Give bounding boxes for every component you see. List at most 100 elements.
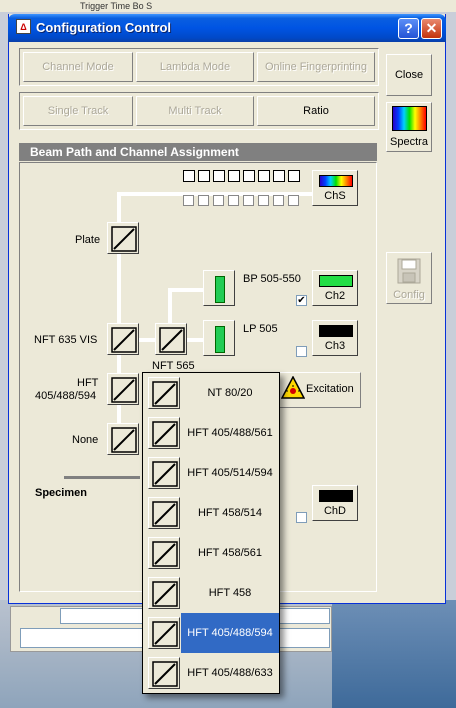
dropdown-item-selected[interactable]: HFT 405/488/594 [143,613,279,653]
chs-button[interactable]: ChS [312,170,358,206]
excitation-label: Excitation [306,383,354,395]
specimen-line [64,476,140,479]
ratio-button[interactable]: Ratio [257,96,375,126]
dropdown-item[interactable]: HFT 405/488/633 [143,653,279,693]
floppy-disk-icon [397,258,421,284]
beam-line-secondary [168,288,172,338]
help-button[interactable]: ? [398,18,419,39]
ch2-checkbox[interactable]: ✔ [296,295,307,306]
close-button[interactable]: Close [386,54,432,96]
lambda-mode-button[interactable]: Lambda Mode [136,52,254,82]
beam-line-ch2 [170,288,218,292]
mirror-icon-button [148,417,180,449]
window-close-button[interactable]: ✕ [421,18,442,39]
dropdown-item[interactable]: HFT 458/561 [143,533,279,573]
bp-filter-label: BP 505-550 [243,273,301,285]
dropdown-item-label: HFT 458/514 [197,507,262,519]
channel-mode-button[interactable]: Channel Mode [23,52,133,82]
nft635-mirror-button[interactable] [107,323,139,355]
ch2-button[interactable]: Ch2 [312,270,358,306]
chs-checkbox-array[interactable] [183,195,303,209]
ch2-color-swatch [319,275,353,287]
none-mirror-button[interactable] [107,423,139,455]
spectra-label: Spectra [390,136,428,148]
multi-track-button[interactable]: Multi Track [136,96,254,126]
dropdown-item-label: HFT 405/514/594 [187,467,273,479]
lp-filter-button[interactable] [203,320,235,356]
dropdown-item-label: HFT 458/561 [197,547,262,559]
dropdown-item[interactable]: NT 80/20 [143,373,279,413]
mirror-icon-button [148,657,180,689]
bp-filter-button[interactable] [203,270,235,306]
dropdown-item-label: NT 80/20 [207,387,253,399]
spectra-icon [392,106,427,131]
beam-splitter-dropdown: NT 80/20 HFT 405/488/561 HFT 405/514/594… [142,372,280,694]
chd-color-swatch [319,490,353,502]
dropdown-item[interactable]: HFT 405/488/561 [143,413,279,453]
none-label: None [72,434,99,446]
hft-mirror-button[interactable] [107,373,139,405]
track-group [19,92,379,130]
plate-mirror-button[interactable] [107,222,139,254]
chd-label: ChD [323,505,346,517]
dropdown-item[interactable]: HFT 405/514/594 [143,453,279,493]
title-bar[interactable] [8,14,446,42]
lp-filter-label: LP 505 [243,323,278,335]
mirror-icon [152,461,178,487]
mode-group [19,48,379,86]
single-track-button[interactable]: Single Track [23,96,133,126]
mirror-icon [152,581,178,607]
dropdown-item-label: HFT 405/488/594 [181,613,279,653]
beam-line-vertical [117,192,121,442]
background-column-headers: Trigger Time Bo S [80,1,153,11]
nft635-label: NFT 635 VIS [34,334,98,346]
mirror-icon-button [148,457,180,489]
mirror-icon [152,661,178,687]
beam-line-top [119,192,315,196]
chs-detector-array [183,170,303,184]
chd-button[interactable]: ChD [312,485,358,521]
dropdown-item[interactable]: HFT 458 [143,573,279,613]
specimen-label: Specimen [35,487,87,499]
chd-checkbox[interactable] [296,512,307,523]
dropdown-item-label: HFT 405/488/561 [187,427,273,439]
plate-label: Plate [75,234,101,246]
mirror-icon-button [148,577,180,609]
ch2-label: Ch2 [324,290,346,302]
nft565-label: NFT 565 [152,360,195,372]
window-title: Configuration Control [36,20,172,35]
hft-label-line2: 405/488/594 [35,390,97,402]
ch3-checkbox[interactable] [296,346,307,357]
chs-label: ChS [324,190,346,202]
mirror-icon-button [148,617,180,649]
mirror-icon [152,421,178,447]
mirror-icon [111,427,137,453]
mirror-icon [152,381,178,407]
dropdown-item[interactable]: HFT 458/514 [143,493,279,533]
mirror-icon-button [148,497,180,529]
mirror-icon [152,541,178,567]
laser-warning-icon [281,376,305,399]
desktop-background-right [332,600,456,708]
section-title: Beam Path and Channel Assignment [19,143,377,161]
nft565-mirror-button[interactable] [155,323,187,355]
dropdown-item-label: HFT 405/488/633 [187,667,273,679]
online-fingerprinting-button[interactable]: Online Fingerprinting [257,52,375,82]
mirror-icon [159,327,185,353]
ch3-color-swatch [319,325,353,337]
hft-label-line1: HFT [77,377,99,389]
mirror-icon [111,226,137,252]
ch3-button[interactable]: Ch3 [312,320,358,356]
mirror-icon [152,501,178,527]
ch3-label: Ch3 [324,340,346,352]
app-icon: Δ [16,19,31,34]
mirror-icon [152,621,178,647]
mirror-icon [111,377,137,403]
config-label: Config [393,289,425,301]
background-window [0,0,456,12]
mirror-icon-button [148,537,180,569]
mirror-icon-button [148,377,180,409]
mirror-icon [111,327,137,353]
dropdown-item-label: HFT 458 [208,587,252,599]
chs-spectrum-icon [319,175,353,187]
